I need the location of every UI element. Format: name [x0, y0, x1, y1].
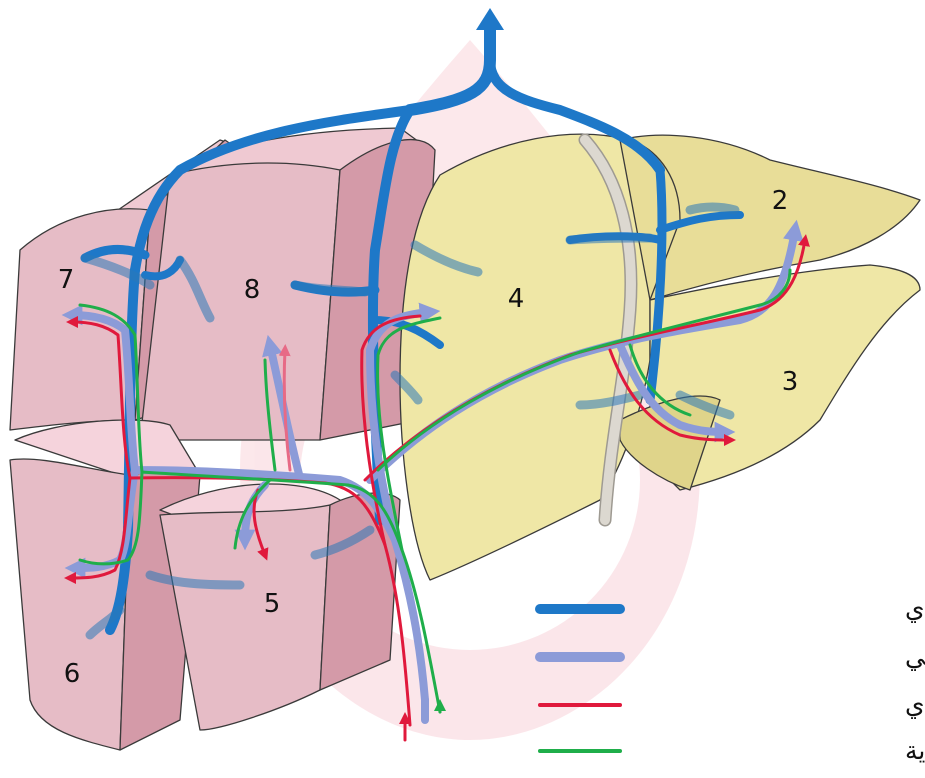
- legend-item-hepatic-artery: فروع الشريان الكبدي: [540, 690, 925, 720]
- segment-6-label: 6: [64, 659, 81, 689]
- legend-item-bile-duct: فروع القناة الكبدية: [540, 736, 925, 766]
- segment-3-label: 3: [782, 367, 799, 397]
- segment-5-label: 5: [264, 589, 281, 619]
- legend-label-bile-duct: فروع القناة الكبدية: [905, 736, 925, 766]
- legend-label-hepatic-artery: فروع الشريان الكبدي: [905, 690, 925, 720]
- segment-8-label: 8: [244, 275, 261, 305]
- segment-2-label: 2: [772, 186, 789, 216]
- legend-label-hepatic-vein: فروع الوريد الكبدي: [905, 594, 925, 624]
- segment-4-label: 4: [508, 284, 525, 314]
- segment-7-label: 7: [58, 265, 75, 295]
- legend-label-portal-vein: فروع الوريد البابي: [905, 642, 925, 672]
